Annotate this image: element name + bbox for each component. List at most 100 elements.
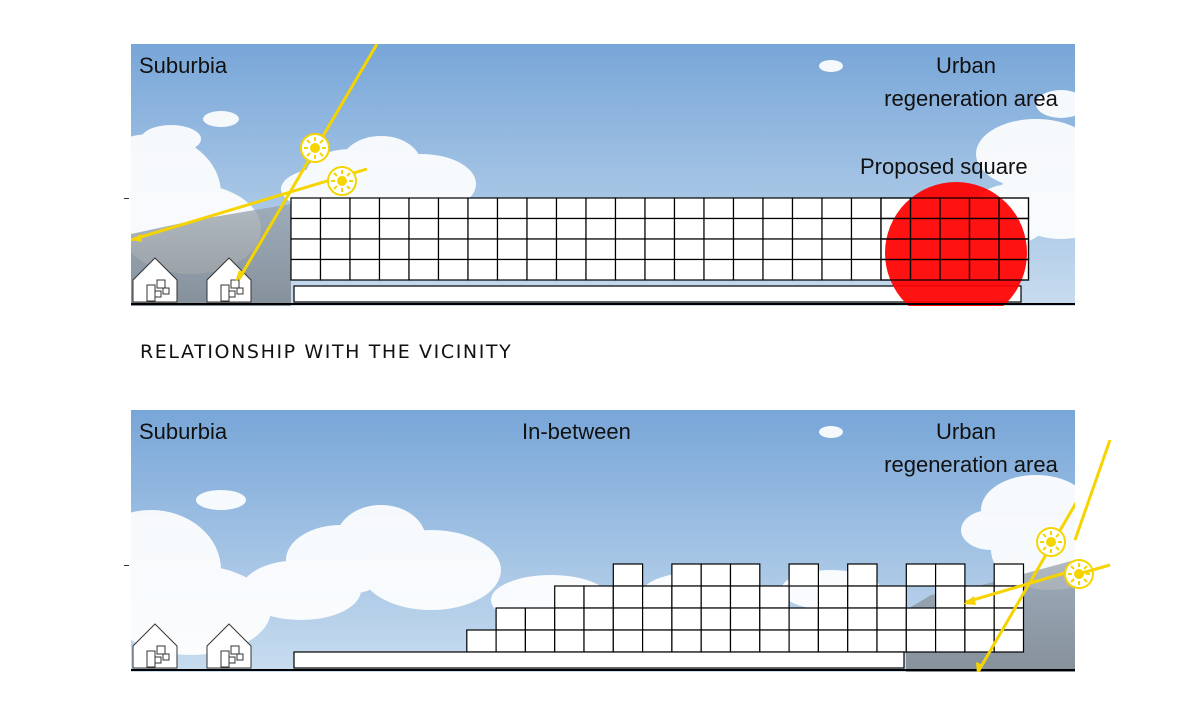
top-right-label-line2: regeneration area xyxy=(884,86,1058,111)
grid-cell xyxy=(378,238,410,261)
grid-cell xyxy=(729,607,761,631)
grid-cell xyxy=(290,238,322,261)
grid-cell xyxy=(762,258,794,281)
grid-cell xyxy=(555,238,587,261)
grid-cell xyxy=(408,217,440,240)
grid-cell xyxy=(934,585,966,609)
grid-cell xyxy=(585,197,617,220)
grid-cell xyxy=(732,238,764,261)
grid-cell xyxy=(934,607,966,631)
building-grid-terraced xyxy=(466,563,1025,653)
grid-cell xyxy=(729,585,761,609)
grid-cell xyxy=(349,217,381,240)
grid-cell xyxy=(934,563,966,587)
grid-cell xyxy=(642,629,673,653)
ray-arrowhead xyxy=(235,270,245,282)
top-right-label-line1: Urban xyxy=(936,53,996,78)
grid-cell xyxy=(612,585,644,609)
grid-cell xyxy=(791,258,823,281)
grid-cell xyxy=(290,258,322,281)
grid-cell xyxy=(850,197,882,220)
grid-cell xyxy=(644,258,676,281)
grid-cell xyxy=(437,197,469,220)
grid-cell xyxy=(644,238,676,261)
house-2 xyxy=(206,257,252,303)
grid-cell xyxy=(495,629,527,653)
grid-cell xyxy=(905,629,937,653)
level-tick xyxy=(124,198,129,199)
proposed-square-label: Proposed square xyxy=(860,154,1028,179)
grid-cell xyxy=(526,197,558,220)
grid-cell xyxy=(905,607,937,631)
grid-cell xyxy=(788,607,819,631)
grid-cell xyxy=(614,258,646,281)
grid-cell xyxy=(349,238,381,261)
grid-cell xyxy=(496,197,528,220)
grid-cell xyxy=(612,563,644,587)
grid-cell xyxy=(614,238,646,261)
grid-cell xyxy=(612,629,644,653)
grid-cell xyxy=(496,217,528,240)
grid-cell xyxy=(378,197,410,220)
sun-icon xyxy=(1036,527,1066,557)
grid-cell xyxy=(759,629,790,653)
base-slab xyxy=(293,285,1022,303)
grid-cell xyxy=(614,197,646,220)
grid-cell xyxy=(554,585,585,609)
grid-cell xyxy=(817,607,849,631)
grid-cell xyxy=(585,217,617,240)
grid-cell xyxy=(378,258,410,281)
grid-cell xyxy=(993,629,1025,653)
grid-cell xyxy=(642,607,673,631)
grid-cell xyxy=(671,629,702,653)
grid-cell xyxy=(673,258,705,281)
grid-cell xyxy=(466,629,497,653)
grid-cell xyxy=(378,217,410,240)
grid-cell xyxy=(467,217,499,240)
grid-cell xyxy=(437,217,469,240)
top-elevation-panel xyxy=(131,44,1075,306)
grid-cell xyxy=(555,258,587,281)
grid-cell xyxy=(703,238,735,261)
grid-cell xyxy=(467,197,499,220)
ray-arrowhead xyxy=(963,596,976,605)
top-elevation-drawing xyxy=(131,44,1075,306)
grid-cell xyxy=(526,238,558,261)
grid-cell xyxy=(671,585,702,609)
grid-cell xyxy=(554,607,585,631)
grid-cell xyxy=(821,217,853,240)
grid-cell xyxy=(554,629,585,653)
grid-cell xyxy=(788,629,819,653)
grid-cell xyxy=(759,585,790,609)
grid-cell xyxy=(671,607,702,631)
grid-cell xyxy=(319,217,351,240)
grid-cell xyxy=(876,585,907,609)
grid-cell xyxy=(496,238,528,261)
grid-cell xyxy=(791,238,823,261)
grid-cell xyxy=(700,629,732,653)
grid-cell xyxy=(817,629,849,653)
grid-cell xyxy=(467,258,499,281)
house-2 xyxy=(206,623,252,669)
grid-cell xyxy=(583,629,614,653)
grid-cell xyxy=(876,629,907,653)
grid-cell xyxy=(673,197,705,220)
grid-cell xyxy=(408,258,440,281)
grid-cell xyxy=(729,563,761,587)
grid-cell-outline xyxy=(998,258,1030,281)
grid-cell xyxy=(821,258,853,281)
grid-cell xyxy=(700,585,732,609)
grid-cell xyxy=(703,197,735,220)
bottom-middle-label: In-between xyxy=(522,419,631,444)
grid-cell xyxy=(349,258,381,281)
sun-ray-outer xyxy=(1073,440,1112,577)
grid-cell xyxy=(700,607,732,631)
grid-cell xyxy=(524,629,556,653)
grid-cell xyxy=(495,607,527,631)
grid-cell xyxy=(791,217,823,240)
building-grid xyxy=(290,197,1030,281)
level-tick xyxy=(124,565,129,566)
grid-cell xyxy=(526,217,558,240)
grid-cell xyxy=(850,217,882,240)
grid-cell xyxy=(905,563,937,587)
